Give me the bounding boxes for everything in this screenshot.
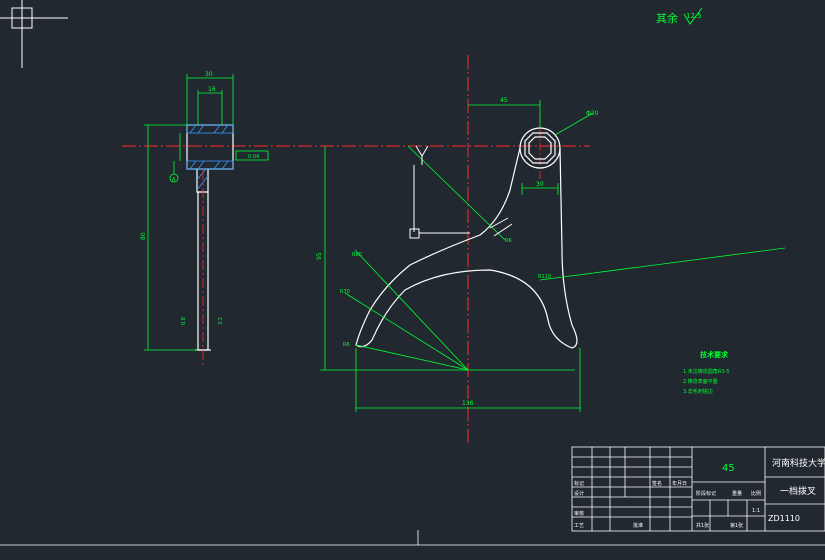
title-school: 河南科技大学	[772, 457, 825, 469]
front-dim-hole-diameter: Φ20	[586, 110, 599, 117]
front-reference-marks	[409, 145, 513, 239]
side-view: 30 16 80 0.04 A 0.8 3.2	[122, 71, 590, 365]
front-dim-overall-width: 136	[462, 400, 474, 407]
tech-req-item-1: 1.未注铸造圆角R3-5	[683, 368, 729, 375]
title-part-name: 一档拨叉	[780, 485, 816, 497]
side-dim-inner-width: 16	[208, 86, 216, 93]
title-row-mark: 标记	[574, 480, 584, 487]
title-drawing-no: ZD1110	[768, 514, 800, 523]
roughness-note-text: 其余	[656, 11, 678, 25]
title-row-process: 工艺	[574, 523, 584, 529]
side-datum-label: A	[172, 177, 176, 183]
side-section-label-right: 3.2	[218, 317, 224, 325]
front-dim-r-corner: R6	[343, 342, 350, 348]
fork-outline	[355, 147, 578, 349]
crosshair-cursor-icon	[0, 0, 68, 68]
title-row-design: 设计	[574, 490, 584, 497]
tech-requirements: 技术要求 1.未注铸造圆角R3-5 2.铸造表面平整 3.去毛刺锐边	[683, 350, 729, 395]
front-dim-overall-height: 95	[316, 252, 323, 260]
roughness-note: 其余 12.5	[656, 7, 703, 25]
title-material: 45	[722, 463, 735, 474]
side-tolerance-value: 0.04	[248, 154, 259, 160]
side-dim-top-width: 30	[205, 71, 213, 78]
front-dim-r-side: R110	[538, 274, 551, 280]
title-row-review: 审核	[574, 510, 584, 517]
tech-req-item-3: 3.去毛刺锐边	[683, 388, 713, 395]
title-block	[0, 446, 825, 546]
title-header-stage: 阶段标记	[696, 490, 716, 497]
title-header-scale: 比例	[751, 490, 761, 497]
side-section-label-left: 0.8	[181, 317, 187, 325]
title-date: 年月日	[672, 480, 687, 487]
title-sheet-current: 第1张	[730, 522, 743, 529]
side-view-dimension-lines	[144, 74, 269, 351]
side-view-hatching	[186, 124, 234, 191]
front-dim-horizontal-offset: 45	[500, 97, 508, 104]
front-view: 45 Φ20 30 95 136 R6 R80 R70 R110 R6	[316, 55, 786, 445]
front-dimension-lines	[320, 100, 786, 412]
title-scale: 1:1	[752, 508, 760, 514]
front-dim-r-fork: R80	[352, 252, 362, 258]
roughness-symbol-icon	[683, 7, 703, 25]
tech-req-item-2: 2.铸造表面平整	[683, 378, 718, 385]
title-block-text: 45 河南科技大学 一档拨叉 ZD1110 1:1 阶段标记 重量 比例 共1张…	[574, 457, 825, 529]
title-header-weight: 重量	[732, 490, 742, 497]
front-dim-neck-width: 30	[536, 181, 544, 188]
front-dim-r-inner: R70	[340, 289, 350, 295]
front-dim-r-small: R6	[505, 238, 512, 244]
tech-req-title: 技术要求	[700, 350, 729, 359]
title-sheet-total: 共1张	[696, 522, 709, 529]
side-dim-overall-height: 80	[140, 232, 147, 240]
title-sign: 签名	[652, 480, 662, 487]
title-approval: 批准	[633, 522, 643, 529]
roughness-note-value: 12.5	[686, 12, 702, 20]
